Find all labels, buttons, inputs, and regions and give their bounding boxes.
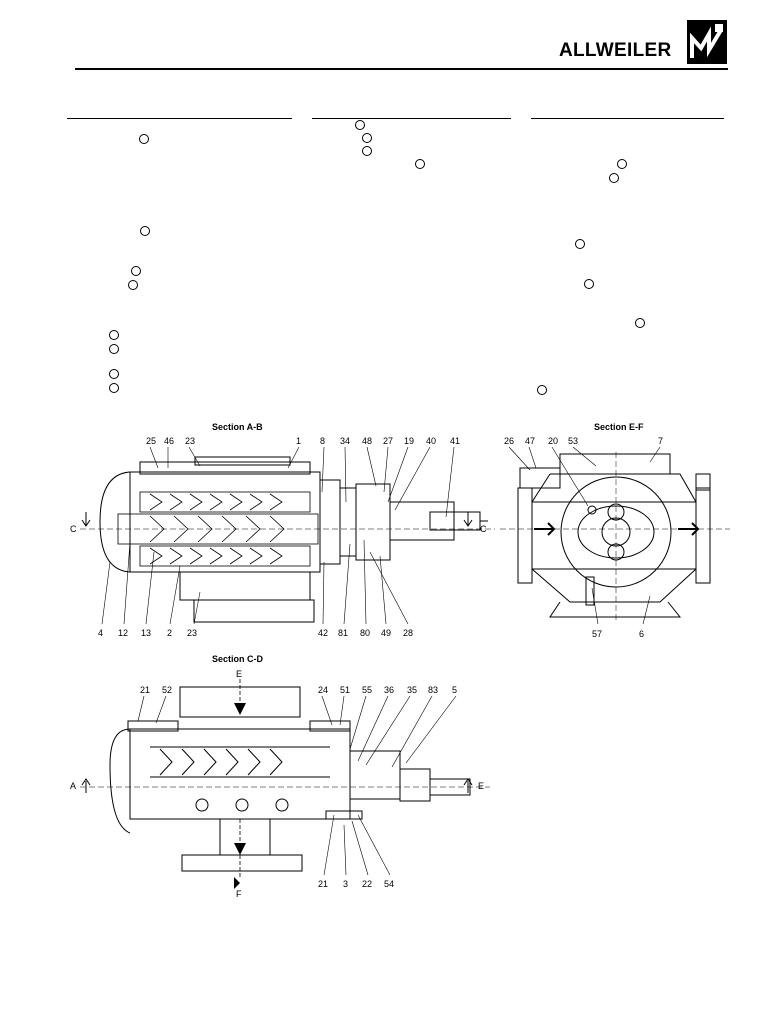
callout-20: 20 — [548, 436, 558, 446]
cut-label-a: A — [70, 781, 76, 791]
callout-49: 49 — [381, 628, 391, 638]
brand-name: ALLWEILER — [559, 40, 672, 61]
legend-mark-icon — [575, 239, 585, 249]
callout-21: 21 — [140, 685, 150, 695]
callout-57: 57 — [592, 629, 602, 639]
legend-mark-icon — [109, 383, 119, 393]
callout-55: 55 — [362, 685, 372, 695]
cut-label-e-right: E — [478, 781, 484, 791]
callout-36: 36 — [384, 685, 394, 695]
callout-47: 47 — [525, 436, 535, 446]
legend-mark-icon — [355, 120, 365, 130]
callout-23: 23 — [185, 436, 195, 446]
column-rule-1 — [67, 118, 292, 119]
legend-mark-icon — [109, 330, 119, 340]
callout-41: 41 — [450, 436, 460, 446]
callout-19: 19 — [404, 436, 414, 446]
legend-mark-icon — [617, 159, 627, 169]
callout-28: 28 — [403, 628, 413, 638]
legend-mark-icon — [635, 318, 645, 328]
callout-24: 24 — [318, 685, 328, 695]
callout-23b: 23 — [187, 628, 197, 638]
legend-mark-icon — [109, 369, 119, 379]
legend-mark-icon — [128, 280, 138, 290]
cut-label-c-right: C — [480, 524, 487, 534]
legend-mark-icon — [140, 226, 150, 236]
column-rule-3 — [531, 118, 724, 119]
callout-46: 46 — [164, 436, 174, 446]
callout-83: 83 — [428, 685, 438, 695]
legend-mark-icon — [415, 159, 425, 169]
callout-1: 1 — [296, 436, 301, 446]
callout-26: 26 — [504, 436, 514, 446]
legend-mark-icon — [131, 266, 141, 276]
callout-81: 81 — [338, 628, 348, 638]
callout-53: 53 — [568, 436, 578, 446]
callout-35: 35 — [407, 685, 417, 695]
legend-mark-icon — [609, 173, 619, 183]
legend-mark-icon — [362, 146, 372, 156]
legend-mark-icon — [109, 344, 119, 354]
callout-12: 12 — [118, 628, 128, 638]
section-ef-title: Section E-F — [594, 422, 644, 432]
callout-22: 22 — [362, 879, 372, 889]
section-ab-drawing: 25 46 23 1 8 34 48 27 19 40 41 — [70, 436, 495, 638]
callout-6: 6 — [639, 629, 644, 639]
callout-27: 27 — [383, 436, 393, 446]
callout-25: 25 — [146, 436, 156, 446]
legend-mark-icon — [584, 279, 594, 289]
column-rule-2 — [312, 118, 511, 119]
legend-mark-icon — [537, 385, 547, 395]
callout-52: 52 — [162, 685, 172, 695]
section-ab-title: Section A-B — [212, 422, 263, 432]
callout-48: 48 — [362, 436, 372, 446]
callout-4: 4 — [98, 628, 103, 638]
section-cd-title: Section C-D — [212, 654, 264, 664]
callout-40: 40 — [426, 436, 436, 446]
section-ef-drawing: 26 47 20 53 7 57 6 — [500, 436, 730, 639]
callout-7: 7 — [658, 436, 663, 446]
callout-42: 42 — [318, 628, 328, 638]
callout-3: 3 — [343, 879, 348, 889]
header-rule — [75, 68, 728, 70]
callout-34: 34 — [340, 436, 350, 446]
callout-80: 80 — [360, 628, 370, 638]
cut-label-c-left: C — [70, 524, 77, 534]
callout-51: 51 — [340, 685, 350, 695]
callout-54: 54 — [384, 879, 394, 889]
legend-mark-icon — [362, 133, 372, 143]
callout-21b: 21 — [318, 879, 328, 889]
section-cd-drawing: E 21 52 24 51 55 36 35 83 5 A E F — [70, 669, 490, 899]
cut-label-f: F — [236, 889, 242, 899]
legend-mark-icon — [139, 134, 149, 144]
callout-2: 2 — [167, 628, 172, 638]
callout-8: 8 — [320, 436, 325, 446]
allweiler-logo-icon — [687, 20, 727, 64]
cut-label-e-top: E — [236, 669, 242, 679]
callout-5: 5 — [452, 685, 457, 695]
callout-13: 13 — [141, 628, 151, 638]
